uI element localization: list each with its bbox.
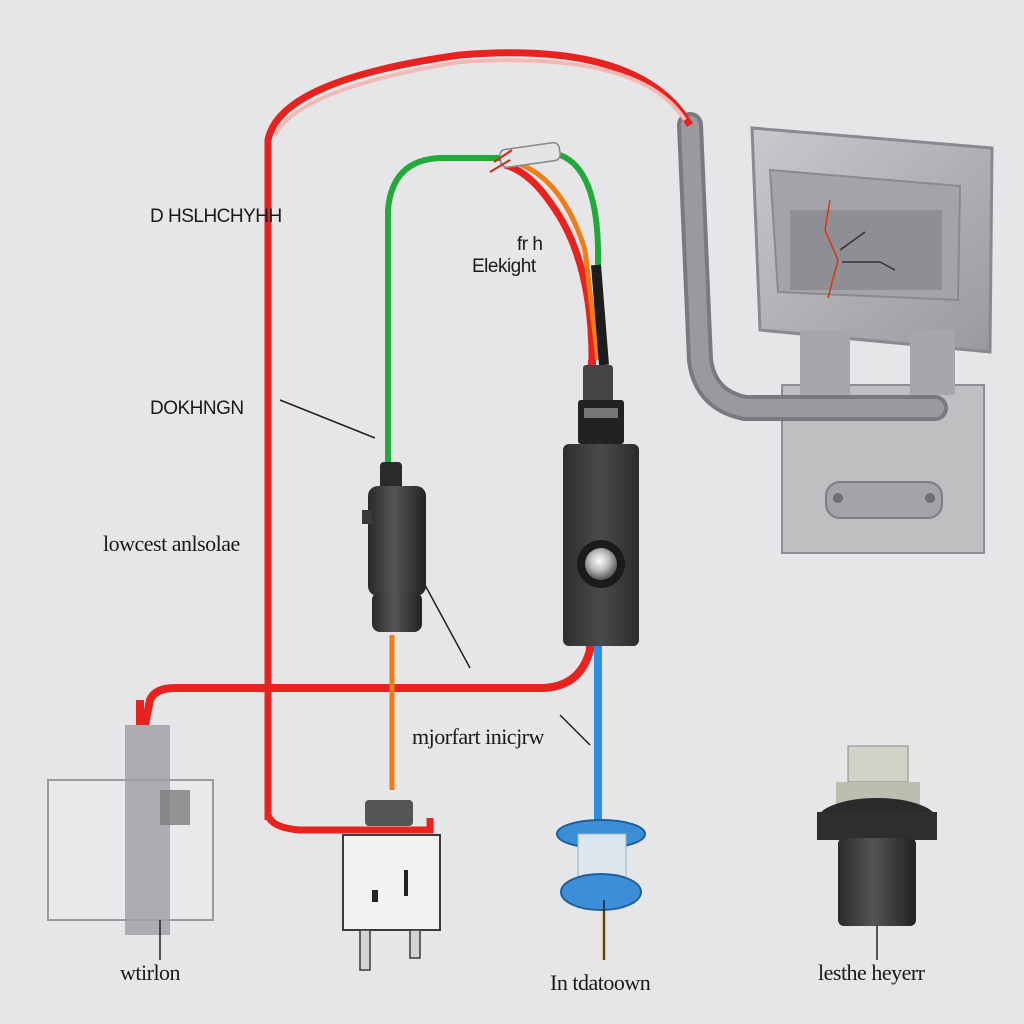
green-wire [385,152,602,470]
blue-grommet [556,819,646,911]
round-connector [817,745,937,926]
inline-fuse-holder [362,462,426,632]
wall-socket [47,700,214,935]
label-top-center-line1: fr h [517,234,543,255]
label-bottom-right: lesthe heyerr [818,960,925,985]
label-top-left: D HSLHCHYHH [150,206,282,227]
leader-lines [159,399,878,960]
label-lower-center: mjorfart inicjrw [412,724,544,749]
wall-bracket [750,126,994,554]
red-wire-main [264,49,694,820]
plug [342,800,441,971]
label-middle-left: DOKHNGN [150,398,244,419]
label-bottom-left: wtirlon [120,960,181,985]
label-lower-left: lowcest anlsolae [103,531,240,556]
switch-box [563,365,639,646]
red-wire-branch [141,359,596,726]
label-bottom-center: In tdatoown [550,970,651,995]
wire-junction [489,141,561,173]
label-top-center-line2: Elekight [472,256,536,277]
